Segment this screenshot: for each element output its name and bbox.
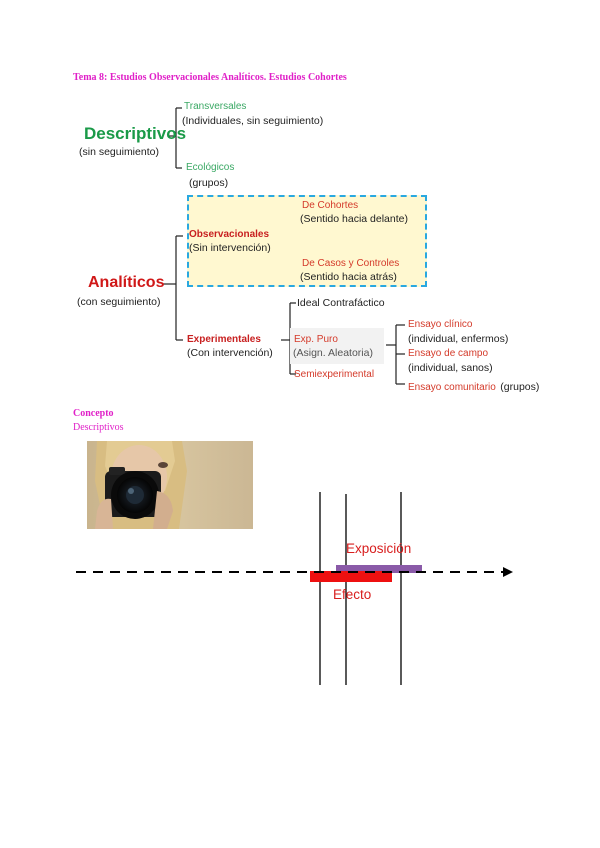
transversales-label: Transversales: [184, 101, 247, 112]
experimentales-sub: (Con intervención): [187, 347, 273, 359]
concepto-sub: Descriptivos: [73, 422, 124, 433]
exposicion-label: Exposición: [346, 541, 412, 556]
cohortes-label: De Cohortes: [302, 200, 359, 211]
ecologicos-sub: (grupos): [189, 177, 229, 189]
descriptivos-heading: Descriptivos: [84, 124, 187, 143]
analiticos-heading: Analíticos: [88, 274, 165, 291]
analiticos-sub: (con seguimiento): [77, 296, 161, 308]
ensayo-clinico-sub: (individual, enfermos): [408, 333, 509, 345]
exposicion-bar: [336, 565, 422, 573]
semiexperimental-label: Semiexperimental: [294, 369, 375, 380]
descriptivos-sub: (sin seguimiento): [79, 146, 159, 158]
ensayo-clinico-label: Ensayo clínico: [408, 319, 473, 330]
ensayo-campo-label: Ensayo de campo: [408, 348, 489, 359]
efecto-bar: [310, 571, 392, 582]
arrow-head-icon: [503, 567, 513, 577]
cohortes-sub: (Sentido hacia delante): [300, 213, 408, 225]
experimentales-label: Experimentales: [187, 334, 261, 345]
ensayo-comunitario-row: Ensayo comunitario (grupos): [408, 377, 539, 395]
ensayo-comunitario-sub: (grupos): [500, 381, 540, 393]
concepto-heading: Concepto: [73, 408, 114, 419]
exp-puro-box: [290, 328, 384, 364]
ensayo-comunitario-label: Ensayo comunitario: [408, 382, 496, 393]
casos-controles-sub: (Sentido hacia atrás): [300, 271, 397, 283]
exp-puro-label: Exp. Puro: [294, 334, 338, 345]
page-title: Tema 8: Estudios Observacionales Analíti…: [73, 72, 347, 83]
efecto-label: Efecto: [333, 587, 372, 602]
ensayo-campo-sub: (individual, sanos): [408, 362, 493, 374]
observacionales-label: Observacionales: [189, 229, 270, 240]
casos-controles-label: De Casos y Controles: [302, 258, 400, 269]
camera-photo: [87, 441, 253, 529]
exp-puro-sub: (Asign. Aleatoria): [293, 347, 373, 359]
observacionales-sub: (Sin intervención): [189, 242, 271, 254]
timeline-diagram: [76, 492, 513, 685]
ecologicos-label: Ecológicos: [186, 162, 235, 173]
transversales-sub: (Individuales, sin seguimiento): [182, 115, 324, 127]
ideal-contrafactico: Ideal Contrafáctico: [297, 297, 385, 309]
observacionales-box: [187, 195, 427, 287]
